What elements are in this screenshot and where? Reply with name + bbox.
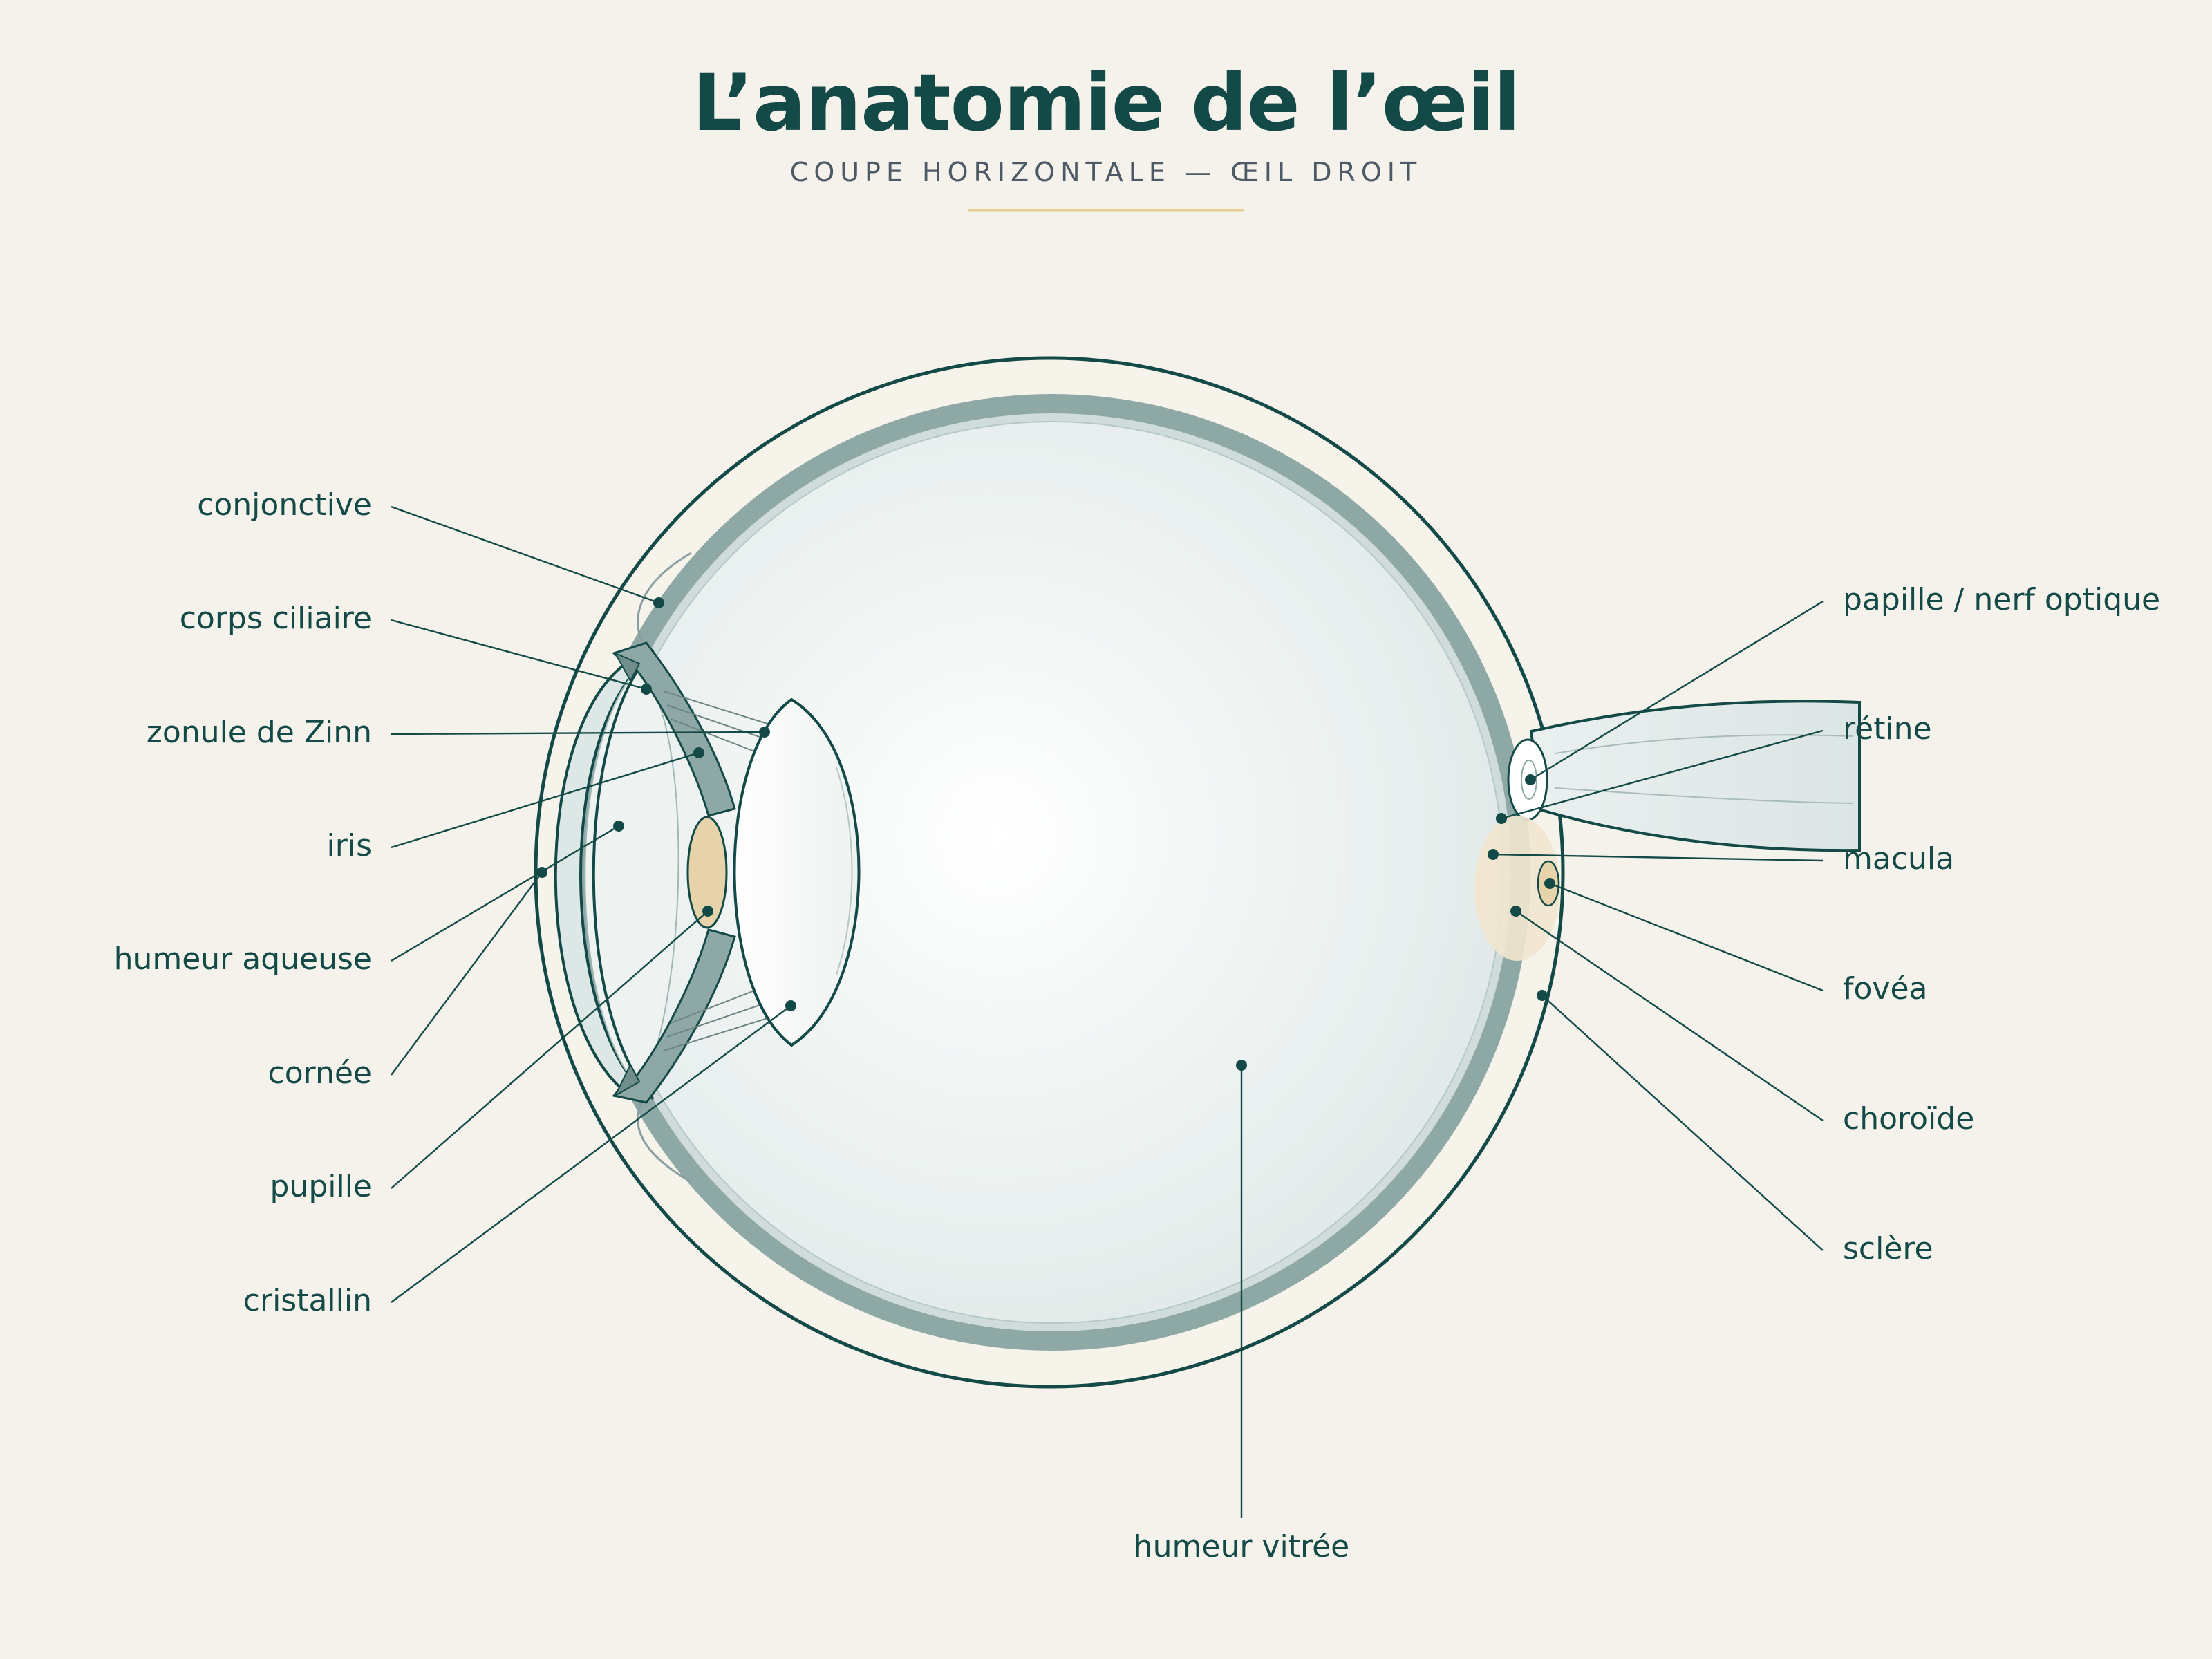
label-zonule-de-zinn: zonule de Zinn [147, 715, 372, 750]
anchor-fovea [1544, 878, 1555, 889]
ciliary-process-lower [613, 1062, 641, 1098]
label-sclere: sclère [1843, 1231, 1933, 1266]
label-macula: macula [1843, 841, 1954, 877]
anchor-humeur-aqueuse [613, 821, 624, 832]
anchor-macula [1488, 849, 1499, 860]
posterior-segment [1474, 700, 1861, 961]
labels-left: conjonctive corps ciliaire zonule de Zin… [114, 487, 372, 1318]
label-corps-ciliaire: corps ciliaire [180, 601, 372, 636]
cornea-inner-line [592, 648, 655, 1100]
ciliary-body-lower [612, 928, 736, 1104]
anchor-papille [1525, 774, 1536, 785]
optic-disc-cup [1521, 760, 1537, 800]
label-cristallin: cristallin [243, 1283, 372, 1318]
ciliary-body-upper [612, 641, 736, 817]
label-conjonctive: conjonctive [197, 487, 372, 523]
anchor-pupille [702, 906, 713, 917]
anchor-cornee [536, 867, 547, 878]
label-humeur-vitree: humeur vitrée [1134, 1529, 1349, 1564]
lens-highlight [836, 767, 853, 975]
optic-nerve-fiber-bottom [1555, 787, 1853, 804]
labels-right: papille / nerf optique rétine macula fov… [1843, 582, 2160, 1266]
anchor-conjonctive [653, 597, 664, 608]
optic-nerve-fiber-top [1555, 734, 1853, 754]
zonular-fibers [663, 691, 778, 1051]
label-humeur-aqueuse: humeur aqueuse [114, 941, 372, 977]
lens-shape [733, 697, 861, 1047]
page-subtitle: COUPE HORIZONTALE — ŒIL DROIT [790, 157, 1422, 187]
anchor-retine [1496, 813, 1507, 824]
label-cornee: cornée [268, 1056, 372, 1091]
anchor-zonule [759, 727, 770, 738]
optic-nerve [1529, 700, 1861, 852]
anchor-choroide [1510, 906, 1521, 917]
label-iris: iris [327, 828, 372, 863]
leader-lines [391, 505, 1824, 1518]
anchor-iris [693, 747, 704, 758]
label-fovea: fovéa [1843, 971, 1927, 1006]
label-papille-nerf-optique: papille / nerf optique [1843, 582, 2160, 617]
pupil-shape [686, 816, 728, 929]
anterior-segment [554, 552, 861, 1183]
label-choroide: choroïde [1843, 1101, 1974, 1136]
anchor-sclere [1537, 990, 1548, 1001]
page-title: L’anatomie de l’œil [692, 57, 1519, 149]
label-pupille: pupille [270, 1169, 373, 1204]
ciliary-process-upper [613, 651, 641, 683]
label-retine: rétine [1843, 711, 1932, 747]
conjunctiva-bottom [637, 1098, 692, 1183]
anchor-cristallin [785, 1000, 796, 1011]
anchor-corps-ciliaire [641, 684, 652, 695]
anchor-humeur-vitree [1236, 1060, 1247, 1071]
eye-globe [534, 356, 1565, 1389]
